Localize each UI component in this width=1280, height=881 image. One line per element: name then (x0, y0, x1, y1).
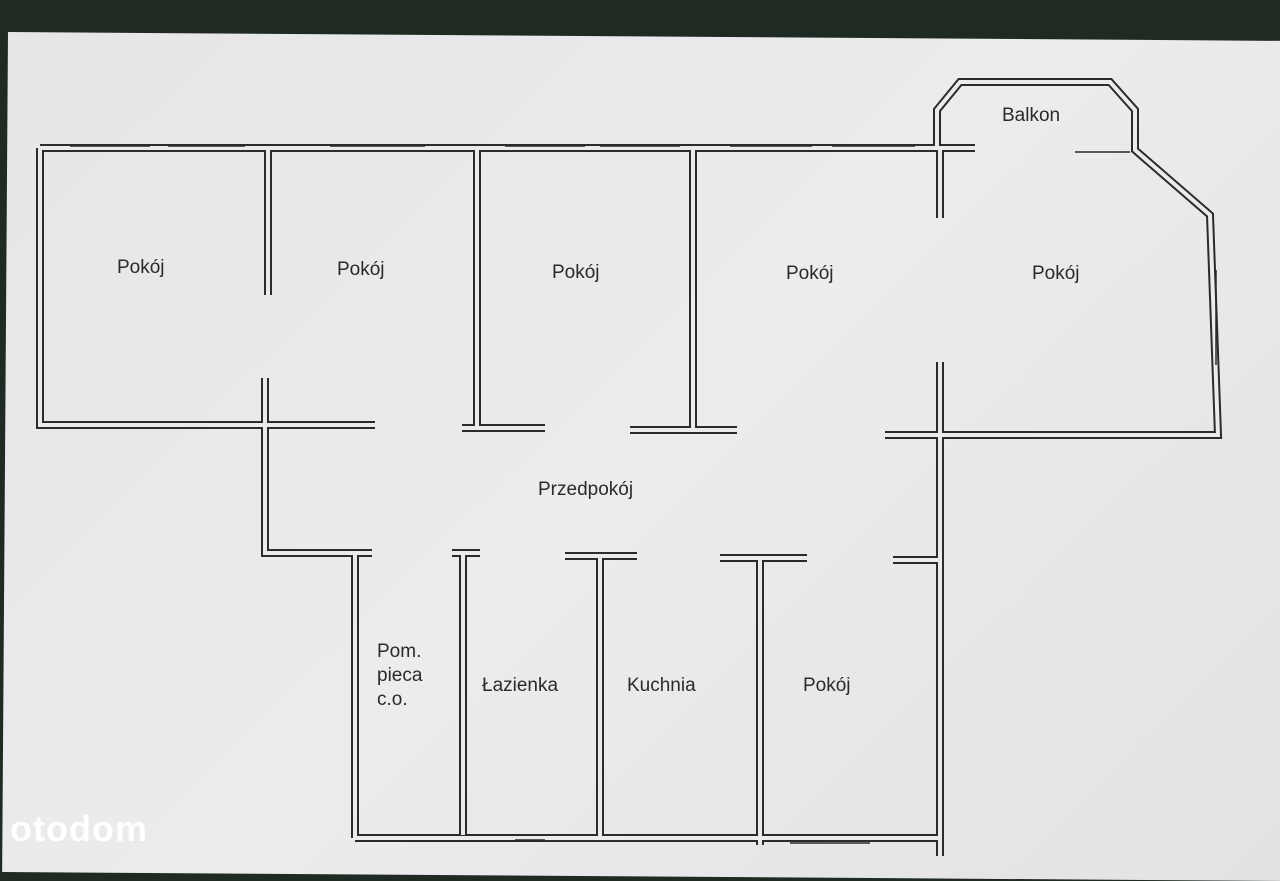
room-label-pom-pieca: Pom. pieca c.o. (377, 641, 423, 710)
window-marks (70, 145, 1217, 844)
room-label-pokoj-5: Pokój (1032, 263, 1080, 284)
room-label-kuchnia: Kuchnia (627, 675, 696, 696)
room-label-przedpokoj: Przedpokój (538, 479, 634, 500)
room-label-pokoj-4: Pokój (786, 263, 834, 284)
room-label-balkon: Balkon (1002, 105, 1061, 126)
room-label-pokoj-1: Pokój (117, 257, 165, 278)
otodom-watermark: otodom (10, 808, 148, 849)
room-label-pokoj-6: Pokój (803, 675, 851, 696)
room-label-pokoj-3: Pokój (552, 262, 600, 283)
room-label-pokoj-2: Pokój (337, 259, 385, 280)
floor-plan-walls (36, 78, 1223, 856)
room-label-lazienka: Łazienka (482, 675, 559, 696)
